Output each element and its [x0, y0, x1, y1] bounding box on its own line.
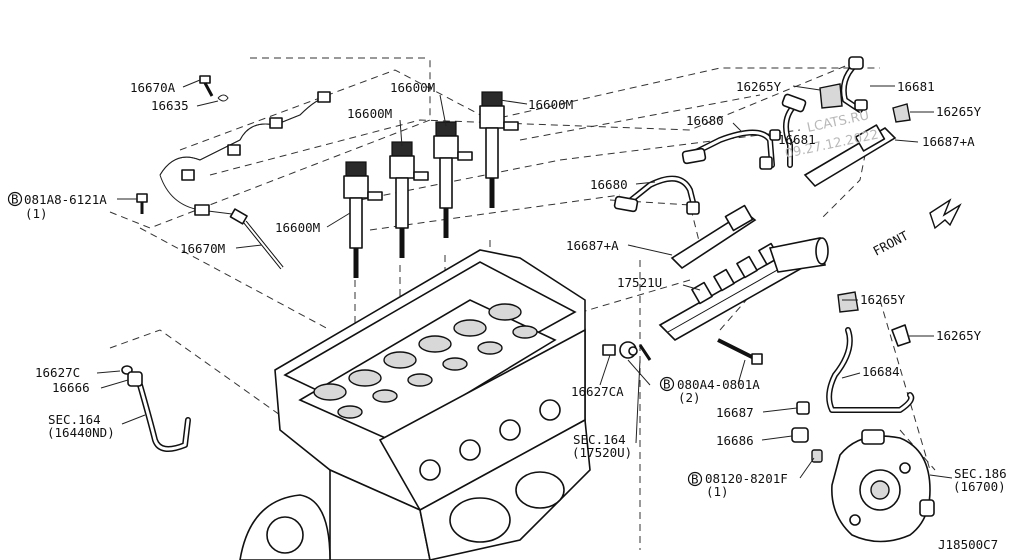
front-direction-indicator: FRONT	[870, 198, 962, 259]
callout-16265Y-lower1: 16265Y	[860, 292, 906, 307]
rail-fasteners	[121, 338, 763, 375]
callout-16265Y-right: 16265Y	[936, 104, 982, 119]
callout-16680-upper: 16680	[686, 113, 724, 128]
bolt-marker-08120: B	[687, 472, 703, 487]
callout-sec164-rail-sub: (17520U)	[572, 445, 632, 460]
callout-sec164-rail: SEC.164	[573, 432, 626, 447]
callout-16666: 16666	[52, 380, 90, 395]
injector-1	[343, 161, 383, 278]
callout-080A4-0801A: 080A4-0801A	[677, 377, 760, 392]
callout-16635: 16635	[151, 98, 189, 113]
callout-16670M: 16670M	[180, 241, 225, 256]
svg-text:B: B	[691, 472, 699, 487]
injector-4	[479, 91, 519, 208]
callout-labels: 16670A 16635 081A8-6121A (1) 16670M 1660…	[24, 79, 1007, 552]
callout-16686: 16686	[716, 433, 754, 448]
injectors	[343, 91, 519, 278]
callout-08120-8201F: 08120-8201F	[705, 471, 788, 486]
callout-16627CA: 16627CA	[571, 384, 624, 399]
callout-16600M-4: 16600M	[528, 97, 573, 112]
clips	[769, 83, 911, 347]
glow-plug	[229, 208, 284, 270]
callout-16687A-left: 16687+A	[566, 238, 619, 253]
injector-3	[433, 121, 473, 238]
high-pressure-pipes	[613, 56, 915, 413]
clip-16635	[217, 94, 229, 102]
fuel-rail	[658, 237, 829, 341]
callout-16670A: 16670A	[130, 80, 176, 95]
cylinder-head	[239, 249, 591, 560]
callout-16687A-right: 16687+A	[922, 134, 975, 149]
callout-16627C: 16627C	[35, 365, 80, 380]
glow-plug-harness	[136, 75, 331, 270]
callout-16684: 16684	[862, 364, 900, 379]
front-label: FRONT	[870, 228, 911, 259]
callout-16265Y-top: 16265Y	[736, 79, 782, 94]
callout-16681-top: 16681	[897, 79, 935, 94]
diagram-code: J18500C7	[938, 537, 998, 552]
injector-clamps	[670, 124, 897, 270]
callout-sec164-hose-sub: (16440ND)	[47, 425, 115, 440]
bolt-081A8	[136, 193, 148, 214]
injector-2	[389, 141, 429, 258]
callout-sec186-sub: (16700)	[953, 479, 1006, 494]
callout-16680-lower: 16680	[590, 177, 628, 192]
fuel-pump	[791, 401, 935, 543]
svg-text:B: B	[11, 192, 19, 207]
return-hose	[127, 371, 191, 452]
callout-08120-qty: (1)	[706, 484, 729, 499]
callout-sec186: SEC.186	[954, 466, 1007, 481]
callout-16265Y-lower2: 16265Y	[936, 328, 982, 343]
callout-081A8-qty: (1)	[25, 206, 48, 221]
callout-080A4-qty: (2)	[678, 390, 701, 405]
callout-081A8-6121A: 081A8-6121A	[24, 192, 107, 207]
callout-16600M-2: 16600M	[347, 106, 392, 121]
callout-sec164-hose: SEC.164	[48, 412, 101, 427]
callout-16687: 16687	[716, 405, 754, 420]
callout-16681-mid: 16681	[778, 132, 816, 147]
bolt-markers: B B B	[7, 192, 703, 487]
bolt-marker-081A8: B	[7, 192, 23, 207]
leader-lines	[96, 79, 953, 479]
bolt-marker-080A4: B	[659, 377, 675, 392]
bolt-16670A	[199, 75, 214, 97]
callout-16600M-3: 16600M	[390, 80, 435, 95]
callout-17521U: 17521U	[617, 275, 662, 290]
svg-text:B: B	[663, 377, 671, 392]
callout-16600M-1: 16600M	[275, 220, 320, 235]
